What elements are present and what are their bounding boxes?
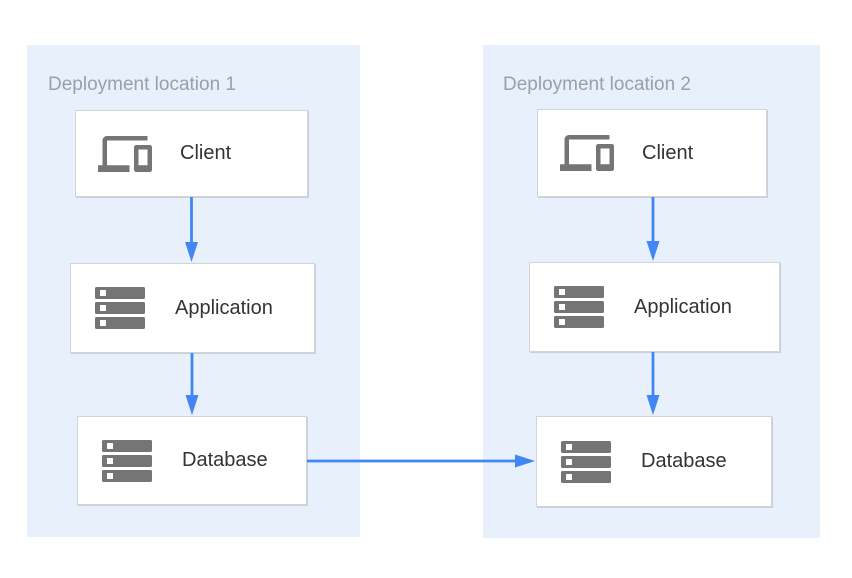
node-label: Application <box>175 296 273 319</box>
node-label: Database <box>182 449 268 471</box>
deployment-location-2-container: Deployment location 2 Client A <box>483 45 820 538</box>
server-stack-icon <box>93 287 147 329</box>
node-database-location-1: Database <box>77 416 307 505</box>
devices-icon <box>98 127 152 181</box>
node-label: Client <box>180 142 232 164</box>
deployment-location-1-title: Deployment location 1 <box>48 74 236 95</box>
server-stack-icon <box>552 286 606 328</box>
devices-icon <box>560 126 614 180</box>
node-label: Application <box>634 295 732 318</box>
node-label: Client <box>642 141 694 164</box>
node-application-location-2: Application <box>529 262 780 352</box>
deployment-location-2-title: Deployment location 2 <box>503 74 691 95</box>
node-label: Database <box>641 450 727 472</box>
deployment-location-1-container: Deployment location 1 Client A <box>27 45 360 537</box>
server-stack-icon <box>559 440 613 483</box>
node-database-location-2: Database <box>536 416 772 507</box>
node-client-location-1: Client <box>75 110 308 197</box>
server-stack-icon <box>100 439 154 482</box>
node-client-location-2: Client <box>537 109 767 197</box>
node-application-location-1: Application <box>70 263 315 353</box>
